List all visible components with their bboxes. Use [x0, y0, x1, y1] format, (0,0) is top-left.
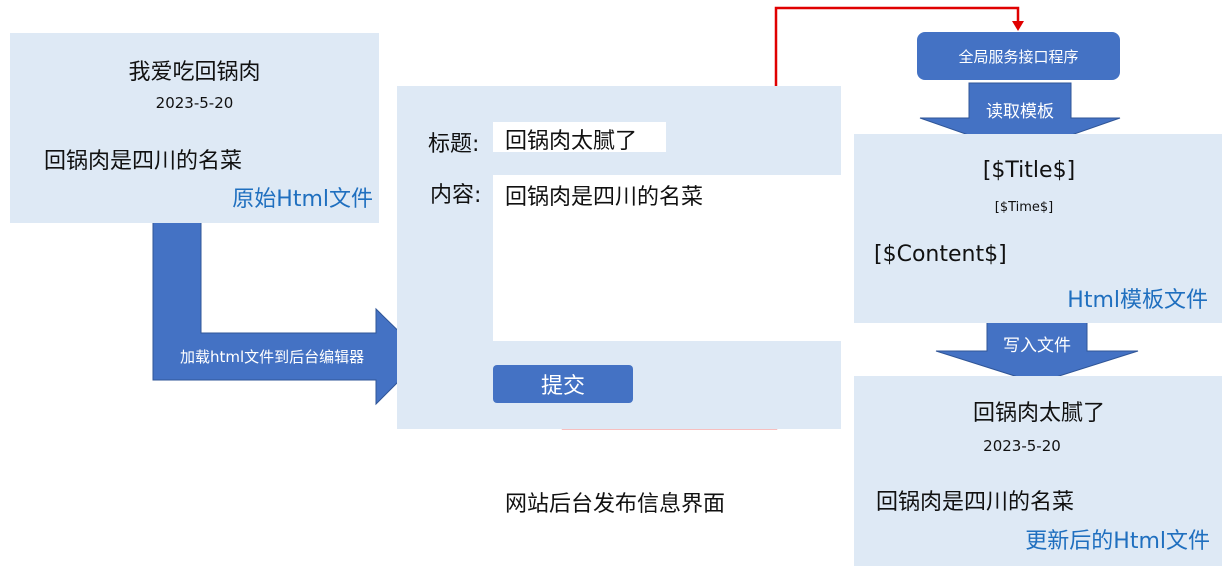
load-arrow-label: 加载html文件到后台编辑器	[180, 348, 365, 366]
updated-html-file-panel: 回锅肉太腻了 2023-5-20 回锅肉是四川的名菜 更新后的Html文件	[854, 376, 1222, 566]
template-title-placeholder: [$Title$]	[982, 158, 1076, 183]
original-date: 2023-5-20	[155, 94, 234, 112]
content-label: 内容:	[430, 183, 482, 208]
title-input[interactable]: 回锅肉太腻了	[493, 122, 666, 154]
template-content-placeholder: [$Content$]	[874, 242, 1007, 267]
load-arrow	[152, 214, 425, 406]
write-file-label: 写入文件	[1003, 336, 1071, 356]
red-connector-arrowhead	[1012, 21, 1024, 31]
template-time-placeholder: [$Time$]	[994, 200, 1054, 215]
updated-date: 2023-5-20	[983, 437, 1061, 455]
content-textarea[interactable]: 回锅肉是四川的名菜	[493, 175, 842, 341]
template-caption: Html模板文件	[1067, 288, 1208, 313]
title-label: 标题:	[428, 132, 480, 157]
editor-panel: 标题: 回锅肉太腻了 内容: 回锅肉是四川的名菜 提交	[397, 86, 842, 429]
submit-button[interactable]: 提交	[493, 365, 633, 403]
original-content: 回锅肉是四川的名菜	[44, 149, 243, 174]
original-html-file-panel: 我爱吃回锅肉 2023-5-20 回锅肉是四川的名菜 原始Html文件	[10, 33, 379, 223]
updated-caption: 更新后的Html文件	[1025, 529, 1210, 554]
service-box: 全局服务接口程序	[917, 32, 1120, 80]
original-title: 我爱吃回锅肉	[128, 60, 261, 85]
original-caption: 原始Html文件	[232, 187, 373, 212]
template-file-panel: [$Title$] [$Time$] [$Content$] Html模板文件	[854, 134, 1222, 323]
updated-content: 回锅肉是四川的名菜	[876, 490, 1075, 515]
read-template-label: 读取模板	[986, 102, 1054, 122]
editor-caption: 网站后台发布信息界面	[505, 492, 726, 517]
updated-title: 回锅肉太腻了	[972, 401, 1105, 426]
